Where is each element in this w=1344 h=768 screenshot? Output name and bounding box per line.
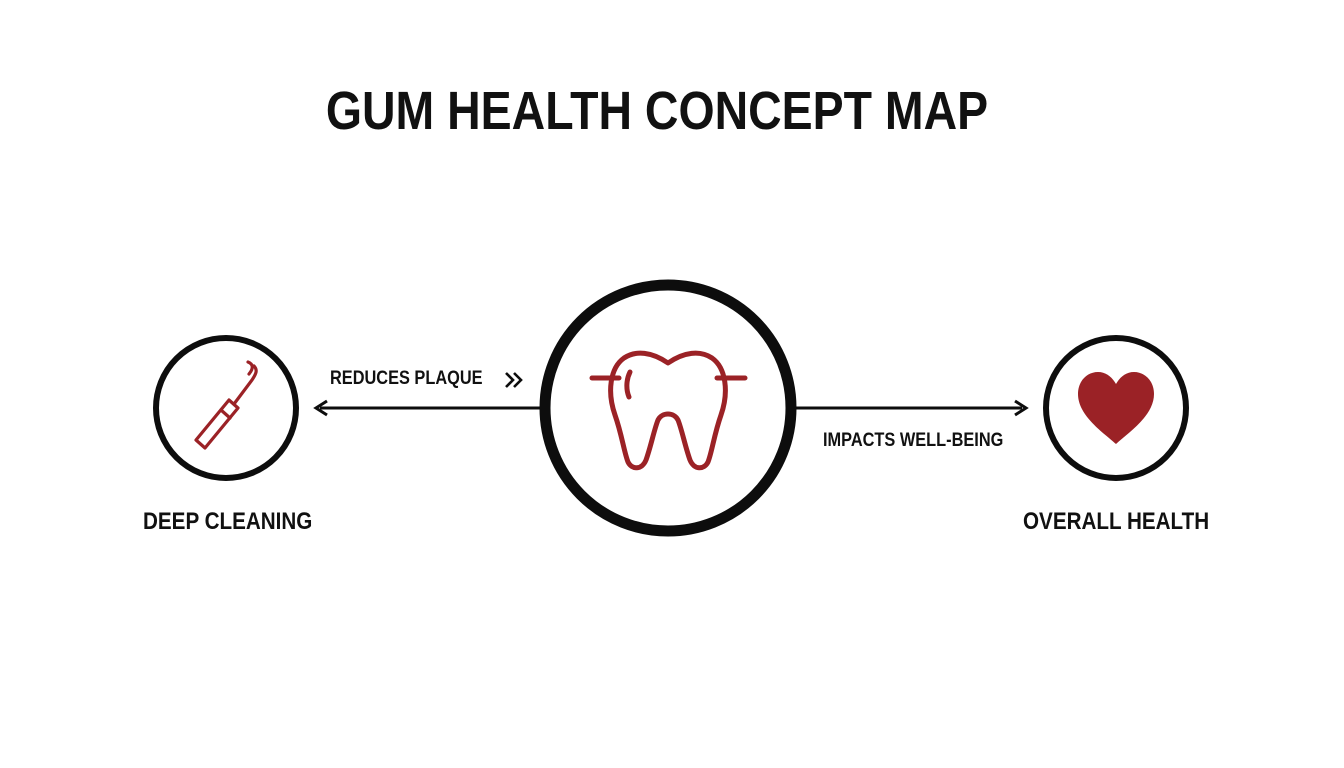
diagram-title: GUM HEALTH CONCEPT MAP (325, 81, 989, 141)
tooth-icon (589, 350, 748, 471)
edge-center-to-right (795, 399, 1029, 417)
node-circle (539, 279, 797, 537)
dental-scaler-icon (194, 360, 258, 450)
node-label-overall-health: OVERALL HEALTH (1023, 508, 1210, 535)
node-label-deep-cleaning: DEEP CLEANING (143, 508, 313, 535)
heart-icon (1078, 372, 1154, 444)
double-chevron-right-icon (505, 372, 523, 388)
node-circle (153, 335, 299, 481)
node-deep-cleaning (153, 335, 299, 481)
edge-label-impacts-wellbeing: IMPACTS WELL-BEING (823, 430, 1004, 451)
node-overall-health (1043, 335, 1189, 481)
edge-label-reduces-plaque: REDUCES PLAQUE (330, 368, 483, 389)
edge-center-to-left (313, 399, 542, 417)
node-gum-health (539, 279, 797, 537)
